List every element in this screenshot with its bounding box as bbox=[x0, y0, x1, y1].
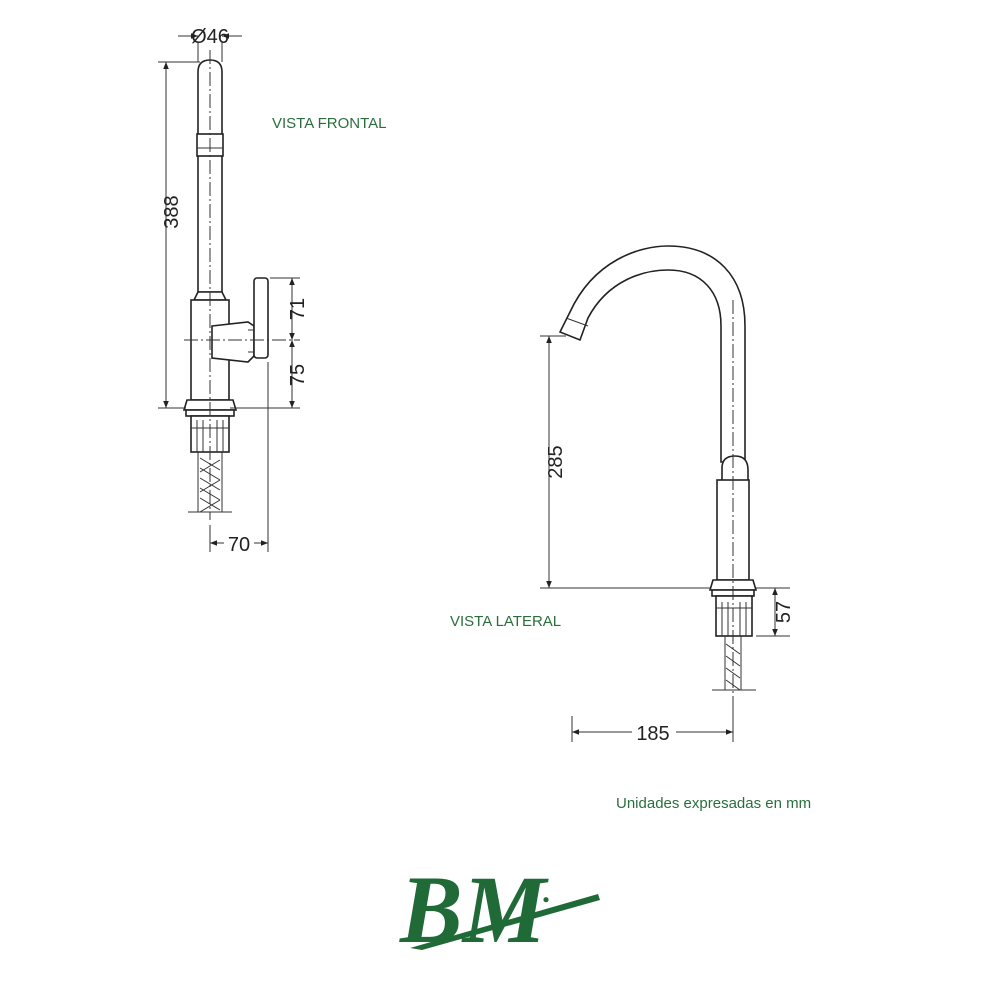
total-height-dim: 388 bbox=[161, 195, 183, 228]
handle-lower-dim: 75 bbox=[287, 364, 309, 386]
bm-logo: BM . bbox=[399, 856, 600, 963]
side-gooseneck-spout bbox=[558, 245, 746, 463]
reach-dim: 185 bbox=[636, 723, 669, 745]
front-dimensions: Ø46 388 71 75 70 bbox=[158, 26, 309, 556]
units-note: Unidades expresadas en mm bbox=[616, 795, 811, 812]
side-dimensions: 285 57 185 bbox=[540, 335, 795, 745]
front-spout-tube bbox=[197, 59, 223, 293]
front-view bbox=[182, 50, 300, 520]
side-view bbox=[558, 245, 758, 700]
side-view-label: VISTA LATERAL bbox=[450, 613, 561, 630]
front-handle-cartridge bbox=[211, 321, 255, 363]
svg-text:.: . bbox=[542, 873, 550, 909]
side-base-ring bbox=[708, 579, 758, 591]
diameter-dim: Ø46 bbox=[191, 26, 229, 48]
spout-height-dim: 285 bbox=[545, 445, 567, 478]
base-height-dim: 57 bbox=[773, 601, 795, 623]
front-handle-lever bbox=[253, 277, 269, 359]
front-hoses bbox=[188, 452, 232, 513]
side-hoses bbox=[712, 636, 756, 691]
front-depth-dim: 70 bbox=[228, 534, 250, 556]
handle-upper-dim: 71 bbox=[287, 298, 309, 320]
svg-text:BM: BM bbox=[399, 856, 550, 963]
front-view-label: VISTA FRONTAL bbox=[272, 115, 386, 132]
side-mount-nut bbox=[715, 595, 753, 637]
